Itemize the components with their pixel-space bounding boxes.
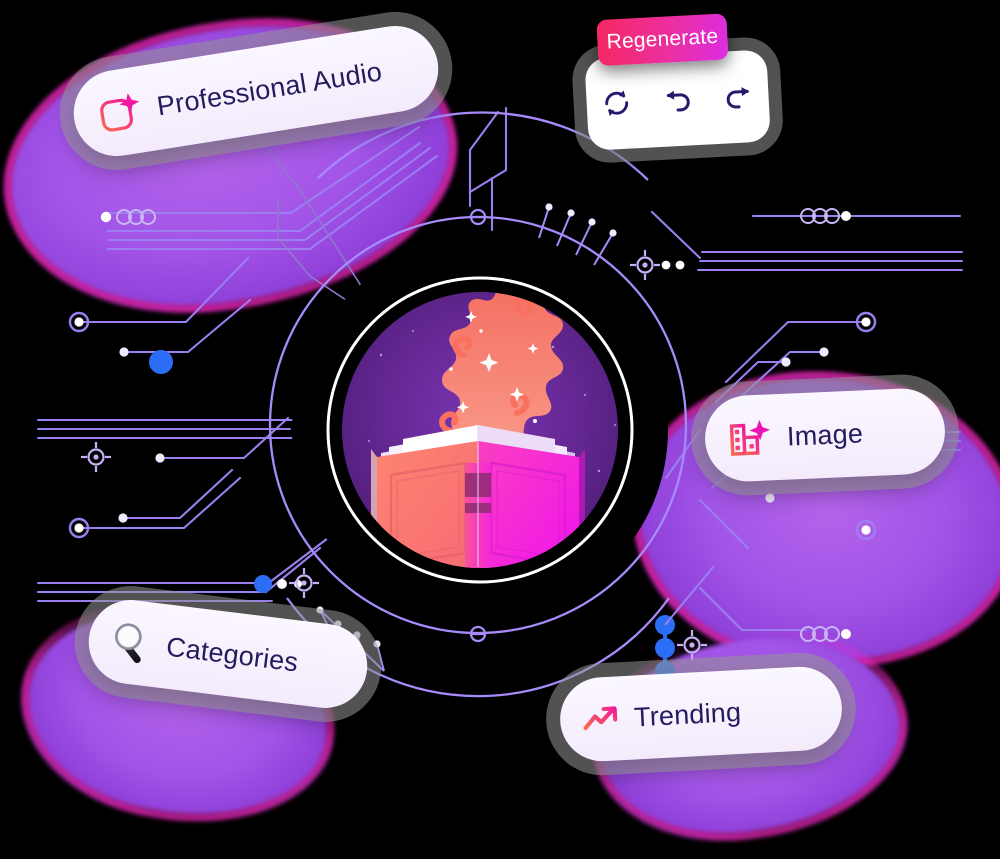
magnifying-glass-icon — [108, 619, 155, 666]
card-label: Categories — [164, 631, 300, 677]
regenerate-label: Regenerate — [606, 24, 719, 54]
circuit-trace-layer — [36, 103, 964, 698]
magic-smoke — [439, 292, 564, 467]
magic-book-emblem — [292, 242, 668, 618]
card-label: Professional Audio — [154, 55, 384, 121]
refresh-icon[interactable] — [599, 85, 635, 121]
redo-icon[interactable] — [720, 79, 756, 115]
card-label: Image — [786, 417, 864, 452]
open-book — [371, 425, 585, 568]
card-categories[interactable]: Categories — [83, 595, 373, 713]
card-label: Trending — [633, 696, 742, 732]
card-professional-audio[interactable]: Professional Audio — [67, 19, 445, 163]
undo-icon[interactable] — [660, 82, 696, 118]
image-film-sparkle-icon — [726, 415, 774, 461]
card-image[interactable]: Image — [703, 386, 947, 484]
regenerate-button[interactable]: Regenerate — [596, 13, 729, 67]
regenerate-widget: Regenerate — [574, 7, 782, 169]
audio-waveform-sparkle-icon — [95, 87, 145, 137]
trending-up-arrow-icon — [581, 702, 623, 736]
regenerate-actions-panel — [584, 49, 771, 151]
card-trending[interactable]: Trending — [557, 664, 845, 764]
